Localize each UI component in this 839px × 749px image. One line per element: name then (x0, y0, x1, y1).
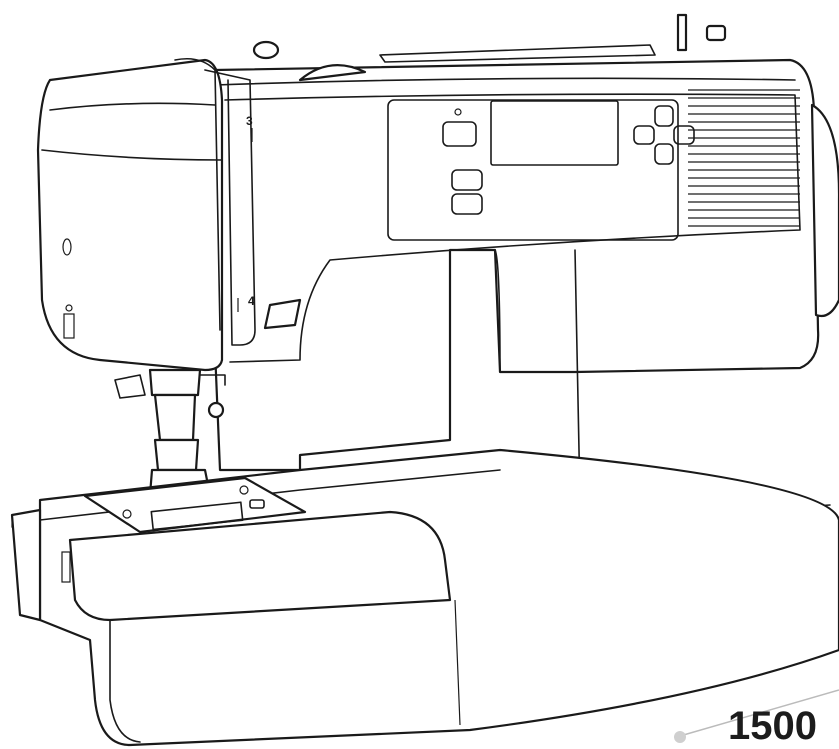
thread-guide-marker-3: 3 (246, 114, 253, 128)
control-panel (387, 99, 679, 241)
reverse-lever-hole (62, 238, 72, 256)
upper-arm-body (213, 58, 820, 472)
needle-plate (83, 476, 307, 534)
front-panel-face (224, 93, 801, 363)
arm-window (494, 249, 501, 373)
thread-cutter (114, 374, 146, 399)
base-panel (61, 551, 71, 583)
vent-grille (688, 89, 800, 227)
power-indicator (454, 108, 462, 116)
bobbin-winder (705, 24, 727, 42)
nav-left-button (633, 125, 655, 145)
foot-lever (199, 374, 226, 386)
presser-lever-plate (263, 298, 302, 330)
base-left-block (10, 508, 42, 622)
top-plate-edge (214, 77, 796, 86)
panel-button-2 (451, 193, 483, 215)
head-top-seam (49, 102, 216, 111)
base-seam (454, 599, 461, 726)
nav-right-button (673, 125, 695, 145)
thread-guide-channel (204, 69, 256, 346)
model-number-label: 1500 (728, 704, 817, 748)
spool-holder-bar (379, 44, 656, 63)
plate-screw-1 (122, 509, 132, 519)
bobbin-cover (249, 499, 265, 509)
lcd-display (490, 100, 619, 166)
spool-pin (676, 13, 688, 52)
label-leader-line (679, 689, 839, 737)
needle-screw (207, 401, 225, 419)
head-cover (36, 58, 224, 372)
nav-up-button (654, 105, 674, 127)
handwheel (810, 103, 839, 318)
accessory-box (68, 510, 452, 622)
thread-path (174, 57, 221, 331)
free-arm-front (109, 619, 141, 743)
label-leader-dot (674, 731, 686, 743)
bulb-cap (65, 304, 73, 312)
top-cover-hump (298, 64, 367, 82)
power-button (442, 121, 477, 147)
thread-tension-dial (252, 40, 280, 60)
plate-screw-2 (239, 485, 249, 495)
needle-bar (148, 368, 202, 397)
head-cover-seam (41, 149, 223, 161)
nav-down-button (654, 143, 674, 165)
needle-clamp (153, 393, 197, 442)
panel-button-1 (451, 169, 483, 191)
bulb-indicator (63, 313, 75, 339)
presser-foot-shank (153, 438, 200, 472)
thread-guide-marker-4: 4 (248, 294, 255, 308)
feed-dog (150, 501, 244, 531)
